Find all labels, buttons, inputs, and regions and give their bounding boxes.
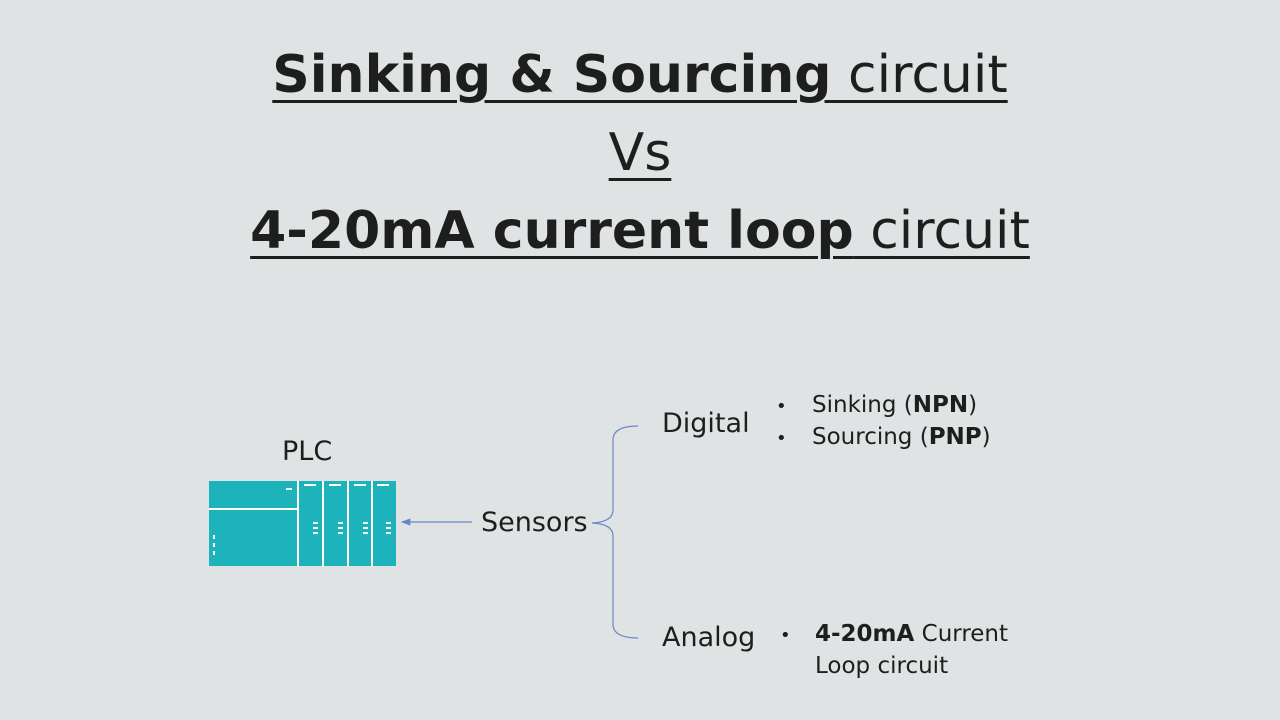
sensor-brace <box>591 425 639 639</box>
digital-item-sourcing: Sourcing (PNP) <box>812 424 991 450</box>
bullet-icon: • <box>776 428 787 449</box>
title-circuit-1: circuit <box>831 45 1008 105</box>
analog-item-line2: Loop circuit <box>815 653 949 679</box>
title-vs: Vs <box>608 123 672 183</box>
digital-label: Digital <box>662 408 750 439</box>
analog-label: Analog <box>662 622 756 653</box>
title-line-3: 4-20mA current loop circuit <box>0 200 1280 262</box>
analog-item-line1: 4-20mA Current <box>815 621 1009 647</box>
bullet-icon: • <box>776 396 787 417</box>
digital-item-sinking: Sinking (NPN) <box>812 392 978 418</box>
title-line-1: Sinking & Sourcing circuit <box>0 44 1280 106</box>
title-line-2: Vs <box>0 122 1280 184</box>
sensors-label: Sensors <box>481 507 588 538</box>
title-sinking-sourcing: Sinking & Sourcing <box>272 45 832 105</box>
plc-icon <box>209 481 396 566</box>
title-current-loop: 4-20mA current loop <box>250 201 854 261</box>
plc-label: PLC <box>282 436 333 467</box>
title-circuit-2: circuit <box>853 201 1030 261</box>
bullet-icon: • <box>780 625 791 646</box>
